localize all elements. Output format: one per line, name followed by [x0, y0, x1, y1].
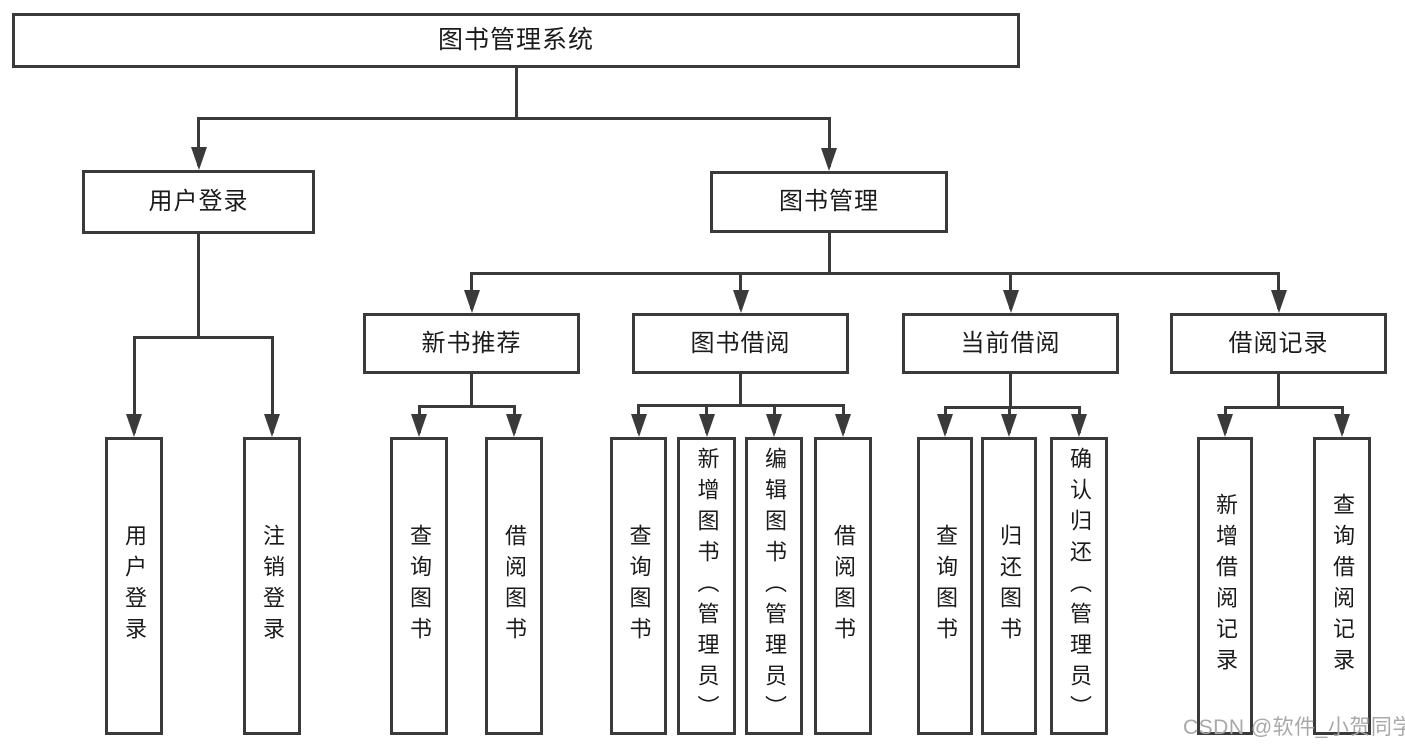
connector-rail-book-management — [470, 271, 1280, 275]
connector-drop-book-management — [827, 118, 831, 167]
arrow-down-icon — [126, 414, 142, 437]
node-label: 当前借阅 — [960, 329, 1061, 357]
node-leaf-br-add: 新增借阅记录 — [1197, 437, 1253, 735]
arrow-down-icon — [732, 290, 749, 313]
node-borrow-records: 借阅记录 — [1170, 313, 1387, 374]
node-label: 借阅记录 — [1228, 329, 1329, 357]
connector-stem-current-borrow — [1009, 374, 1012, 407]
arrow-down-icon — [630, 414, 647, 437]
node-label: 借阅图书 — [831, 524, 856, 648]
connector-drop-leaf-user-login — [132, 337, 136, 433]
node-leaf-br-query: 查询借阅记录 — [1313, 437, 1371, 735]
node-leaf-bb-edit: 编辑图书（管理员） — [745, 437, 803, 735]
node-label: 用户登录 — [122, 524, 147, 648]
connector-stem-book-borrow — [739, 374, 742, 405]
connector-drop-user-login — [197, 118, 200, 166]
connector-rail-borrow-records — [1223, 405, 1344, 409]
node-root: 图书管理系统 — [12, 13, 1020, 68]
arrow-down-icon — [1334, 414, 1350, 437]
node-leaf-logout: 注销登录 — [243, 437, 301, 735]
node-label: 注销登录 — [260, 524, 285, 648]
arrow-down-icon — [190, 147, 207, 170]
node-label: 查询图书 — [933, 524, 958, 648]
arrow-down-icon — [1270, 290, 1287, 313]
connector-rail-user-login — [132, 335, 274, 339]
node-current-borrow: 当前借阅 — [902, 313, 1119, 374]
arrow-down-icon — [1217, 414, 1233, 437]
node-label: 用户登录 — [148, 188, 249, 215]
node-label: 查询图书 — [407, 524, 432, 648]
node-leaf-bb-query: 查询图书 — [610, 437, 667, 735]
node-label: 归还图书 — [997, 524, 1022, 648]
arrow-down-icon — [506, 414, 522, 437]
node-leaf-user-login: 用户登录 — [105, 437, 163, 735]
node-leaf-cb-confirm: 确认归还（管理员） — [1050, 437, 1108, 735]
node-label: 新增借阅记录 — [1213, 493, 1238, 679]
arrow-down-icon — [698, 414, 715, 437]
arrow-down-icon — [264, 414, 280, 437]
node-label: 图书借阅 — [690, 329, 791, 357]
arrow-down-icon — [463, 290, 480, 313]
connector-rail-root — [197, 116, 831, 120]
node-leaf-bb-borrow: 借阅图书 — [814, 437, 872, 735]
node-label: 借阅图书 — [502, 524, 527, 648]
node-label: 查询图书 — [626, 524, 652, 648]
node-new-book-recommend: 新书推荐 — [363, 313, 580, 374]
node-user-login: 用户登录 — [82, 170, 315, 234]
csdn-watermark: CSDN @软件_小贺同学 — [1183, 716, 1405, 739]
connector-stem-borrow-records — [1277, 374, 1280, 407]
arrow-down-icon — [1001, 414, 1017, 437]
arrow-down-icon — [1071, 414, 1087, 437]
connector-stem-book-management — [827, 233, 831, 273]
node-leaf-cb-return: 归还图书 — [981, 437, 1037, 735]
node-label: 新书推荐 — [421, 329, 522, 357]
arrow-down-icon — [766, 414, 782, 437]
node-book-management: 图书管理 — [710, 171, 948, 233]
connector-drop-leaf-logout — [270, 337, 274, 433]
node-label: 查询借阅记录 — [1330, 493, 1355, 679]
node-book-borrow: 图书借阅 — [632, 313, 849, 374]
node-label: 新增图书（管理员） — [694, 446, 720, 726]
connector-stem-user-login — [197, 234, 200, 337]
node-leaf-bb-add: 新增图书（管理员） — [677, 437, 736, 735]
node-leaf-cb-query: 查询图书 — [917, 437, 973, 735]
arrow-down-icon — [821, 148, 837, 171]
connector-stem-new-book-recommend — [470, 374, 473, 406]
node-label: 图书管理 — [779, 188, 879, 215]
connector-rail-current-borrow — [943, 405, 1081, 409]
connector-rail-new-book-recommend — [417, 404, 516, 408]
node-label: 确认归还（管理员） — [1067, 446, 1092, 726]
arrow-down-icon — [411, 414, 427, 437]
arrow-down-icon — [1002, 290, 1019, 313]
arrow-down-icon — [937, 414, 953, 437]
node-leaf-nbr-borrow: 借阅图书 — [485, 437, 543, 735]
node-label: 图书管理系统 — [437, 26, 594, 54]
node-label: 编辑图书（管理员） — [762, 446, 787, 726]
node-leaf-nbr-query: 查询图书 — [390, 437, 448, 735]
arrow-down-icon — [835, 414, 851, 437]
connector-rail-book-borrow — [637, 403, 845, 407]
connector-stem-root — [514, 68, 518, 118]
